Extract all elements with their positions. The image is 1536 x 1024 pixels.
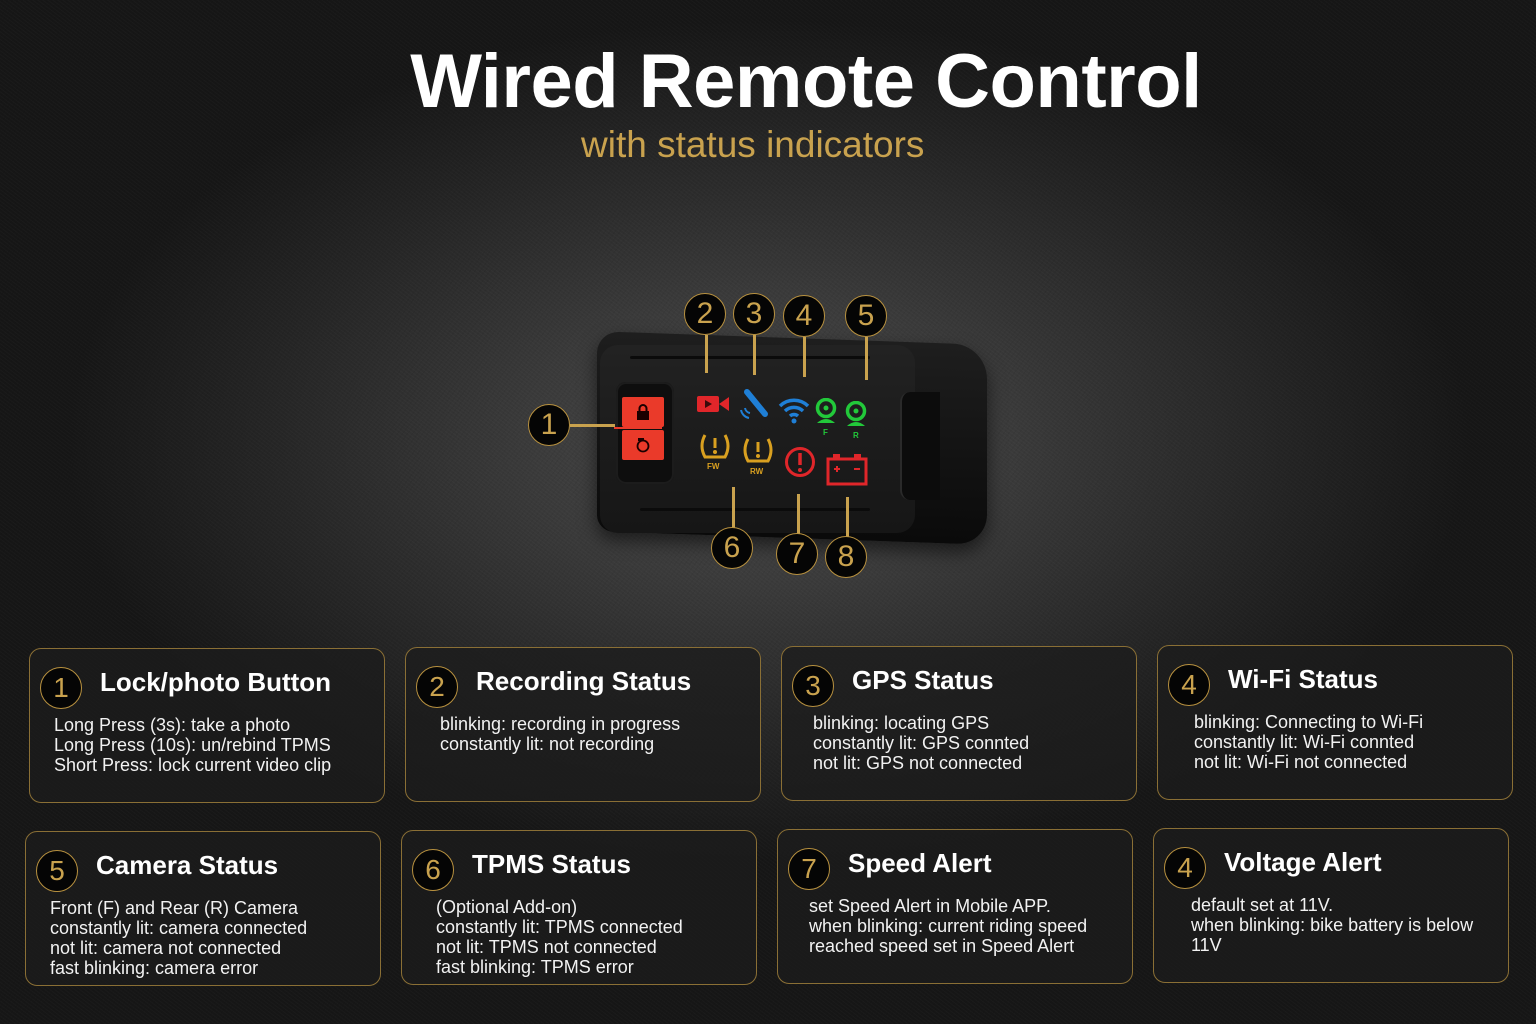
tpms-rear-label: RW (750, 467, 764, 476)
card-line: 11V (1191, 935, 1222, 955)
card-gps-status: 3 GPS Status blinking: locating GPS cons… (781, 646, 1137, 801)
card-line: not lit: camera not connected (50, 938, 282, 958)
card-title: Voltage Alert (1224, 847, 1382, 877)
card-tpms-status: 6 TPMS Status (Optional Add-on) constant… (401, 830, 757, 985)
card-line: blinking: locating GPS (813, 713, 990, 733)
leader-line-2 (705, 335, 708, 373)
card-lock-photo-button: 1 Lock/photo Button Long Press (3s): tak… (29, 648, 385, 803)
card-description: blinking: recording in progress constant… (440, 714, 750, 754)
card-line: reached speed set in Speed Alert (809, 936, 1075, 956)
card-number-badge: 7 (788, 848, 830, 890)
card-line: not lit: TPMS not connected (436, 937, 657, 957)
satellite-icon (740, 389, 768, 419)
card-line: not lit: Wi-Fi not connected (1194, 752, 1408, 772)
card-voltage-alert: 4 Voltage Alert default set at 11V. when… (1153, 828, 1509, 983)
leader-line-1 (570, 424, 615, 427)
webcam-icon-rear (845, 401, 867, 426)
lock-icon (622, 397, 664, 427)
tire-pressure-icon-front (700, 434, 730, 459)
device-groove (630, 356, 870, 359)
webcam-icon-front (815, 398, 837, 423)
card-title: Camera Status (96, 850, 279, 880)
page-subtitle: with status indicators (581, 124, 925, 165)
page-title: Wired Remote Control (410, 39, 1202, 124)
card-title: TPMS Status (472, 849, 631, 879)
card-line: blinking: recording in progress (440, 714, 681, 734)
card-line: constantly lit: TPMS connected (436, 917, 683, 937)
card-number-badge: 1 (40, 667, 82, 709)
card-title: Recording Status (476, 666, 692, 696)
device-end-cap (900, 392, 940, 500)
exclamation-circle-icon (785, 447, 815, 477)
card-description: Front (F) and Rear (R) Camera constantly… (50, 898, 370, 978)
card-line: constantly lit: not recording (440, 734, 655, 754)
card-description: blinking: Connecting to Wi-Fi constantly… (1194, 712, 1502, 772)
card-line: (Optional Add-on) (436, 897, 578, 917)
callout-3: 3 (733, 293, 775, 335)
card-line: constantly lit: GPS connted (813, 733, 1030, 753)
video-camera-icon (697, 396, 729, 412)
front-camera-label: F (823, 428, 828, 437)
card-number-badge: 2 (416, 666, 458, 708)
card-line: Long Press (10s): un/rebind TPMS (54, 735, 331, 755)
tire-pressure-icon-rear (743, 438, 773, 463)
callout-2: 2 (684, 293, 726, 335)
callout-4: 4 (783, 295, 825, 337)
leader-line-3 (753, 335, 756, 375)
callout-6: 6 (711, 527, 753, 569)
leader-line-4 (803, 337, 806, 377)
card-description: default set at 11V. when blinking: bike … (1191, 895, 1498, 955)
rear-camera-label: R (853, 431, 859, 440)
callout-5: 5 (845, 295, 887, 337)
card-line: fast blinking: camera error (50, 958, 259, 978)
card-recording-status: 2 Recording Status blinking: recording i… (405, 647, 761, 802)
card-description: set Speed Alert in Mobile APP. when blin… (809, 896, 1122, 956)
card-number-badge: 6 (412, 849, 454, 891)
leader-line-5 (865, 337, 868, 380)
card-title: Wi-Fi Status (1228, 664, 1378, 694)
callout-8: 8 (825, 536, 867, 578)
card-line: fast blinking: TPMS error (436, 957, 634, 977)
card-title: GPS Status (852, 665, 994, 695)
card-camera-status: 5 Camera Status Front (F) and Rear (R) C… (25, 831, 381, 986)
tpms-front-label: FW (707, 462, 720, 471)
card-line: Long Press (3s): take a photo (54, 715, 291, 735)
card-line: Front (F) and Rear (R) Camera (50, 898, 299, 918)
card-line: not lit: GPS not connected (813, 753, 1023, 773)
card-number-badge: 4 (1164, 847, 1206, 889)
card-line: when blinking: bike battery is below (1191, 915, 1474, 935)
button-divider (614, 427, 662, 429)
callout-1: 1 (528, 404, 570, 446)
leader-line-8 (846, 497, 849, 539)
card-line: set Speed Alert in Mobile APP. (809, 896, 1051, 916)
card-wifi-status: 4 Wi-Fi Status blinking: Connecting to W… (1157, 645, 1513, 800)
card-number-badge: 5 (36, 850, 78, 892)
wifi-icon (778, 398, 810, 424)
callout-7: 7 (776, 533, 818, 575)
card-line: constantly lit: camera connected (50, 918, 308, 938)
card-description: Long Press (3s): take a photo Long Press… (54, 715, 374, 775)
card-line: default set at 11V. (1191, 895, 1334, 915)
card-title: Lock/photo Button (100, 667, 332, 697)
card-description: (Optional Add-on) constantly lit: TPMS c… (436, 897, 746, 977)
card-title: Speed Alert (848, 848, 992, 878)
leader-line-7 (797, 494, 800, 536)
battery-icon (826, 454, 868, 486)
card-line: Short Press: lock current video clip (54, 755, 332, 775)
device-groove (640, 508, 870, 511)
leader-line-6 (732, 487, 735, 529)
card-line: constantly lit: Wi-Fi connted (1194, 732, 1415, 752)
card-speed-alert: 7 Speed Alert set Speed Alert in Mobile … (777, 829, 1133, 984)
card-number-badge: 3 (792, 665, 834, 707)
card-line: blinking: Connecting to Wi-Fi (1194, 712, 1424, 732)
camera-icon (622, 430, 664, 460)
card-line: when blinking: current riding speed (809, 916, 1088, 936)
card-description: blinking: locating GPS constantly lit: G… (813, 713, 1126, 773)
card-number-badge: 4 (1168, 664, 1210, 706)
